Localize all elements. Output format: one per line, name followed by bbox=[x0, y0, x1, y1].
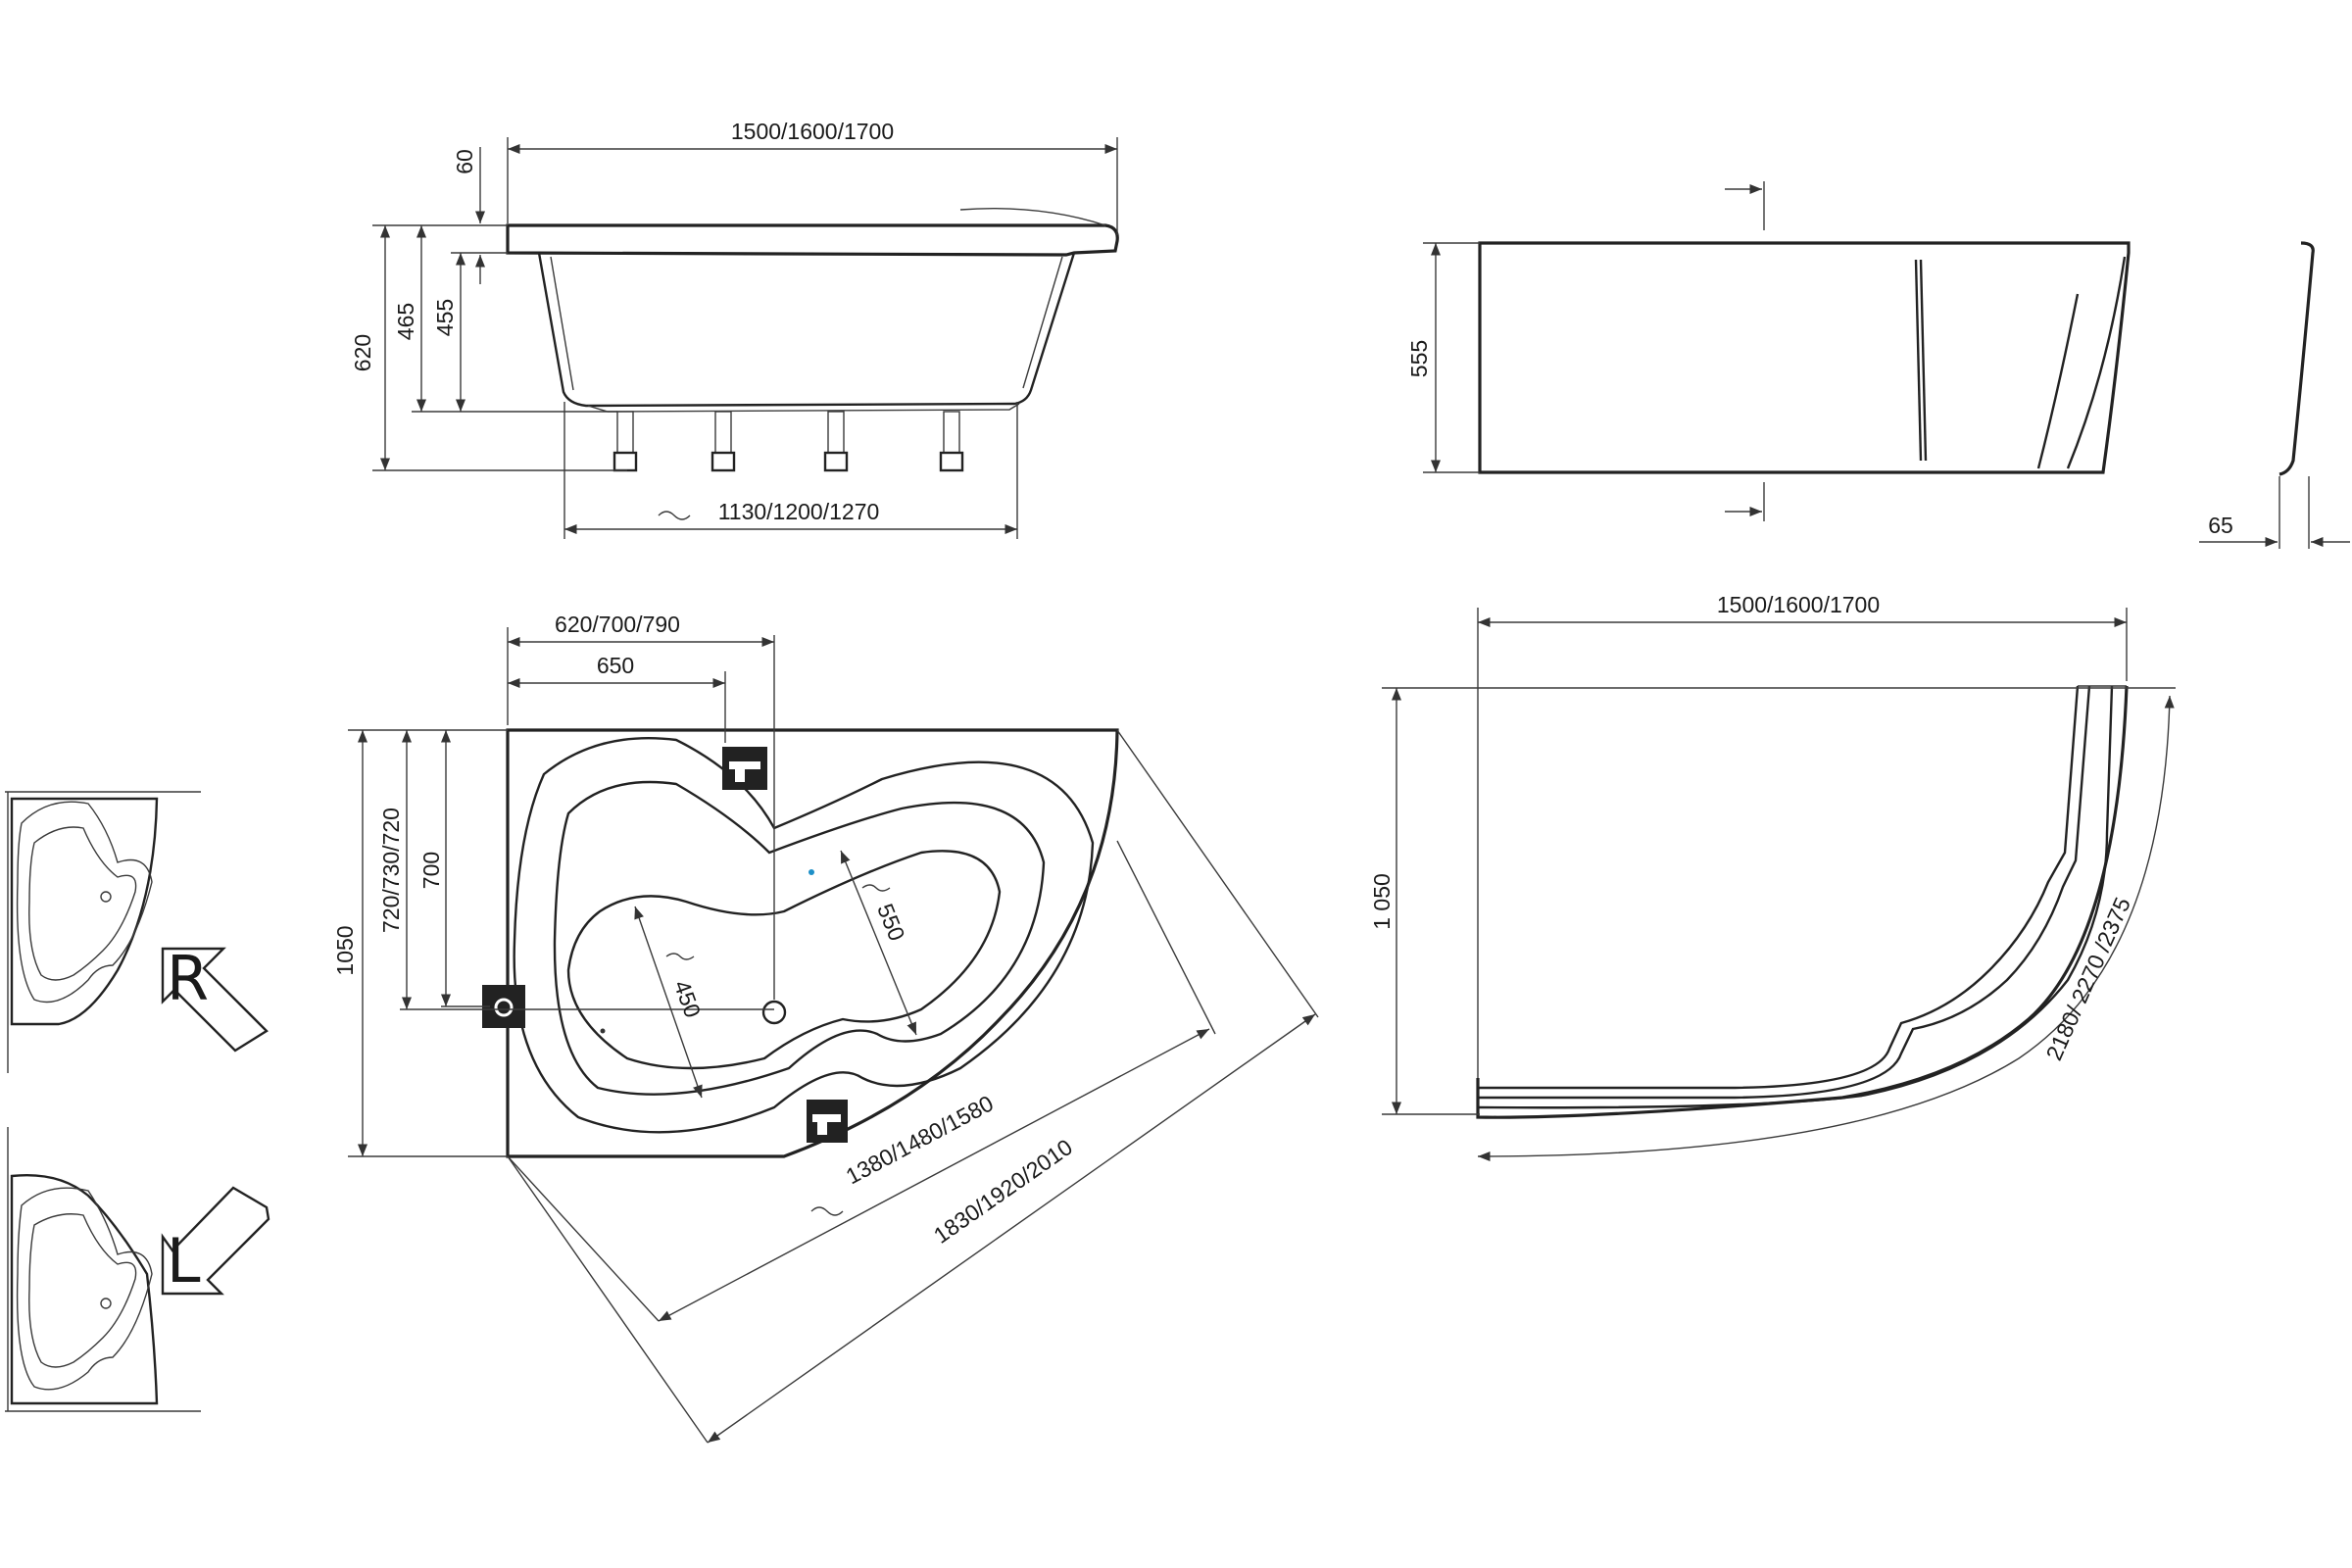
panel-depth-label: 1 050 bbox=[1369, 873, 1395, 930]
width-label: 1500/1600/1700 bbox=[731, 119, 894, 144]
front-panel-view: 555 bbox=[1406, 181, 2131, 521]
len-550-label: 550 bbox=[872, 900, 909, 944]
panel-top-view: 1500/1600/1700 1 050 2180/ 2270 /2375 bbox=[1369, 592, 2176, 1162]
arrow-icon-l: L bbox=[161, 1186, 270, 1297]
panel-top-width-label: 1500/1600/1700 bbox=[1717, 592, 1880, 617]
panel-thickness-label: 65 bbox=[2208, 513, 2233, 538]
side-view-dimensions: 1500/1600/1700 620 465 455 60 1130/1200/… bbox=[350, 119, 1118, 539]
top-view-basin-inner bbox=[566, 850, 1002, 1070]
diag-outer-label: 1830/1920/2010 bbox=[929, 1134, 1077, 1249]
arrow-icon-r: R bbox=[161, 943, 269, 1053]
top-view-dimensions: 620/700/790 650 1050 720/730/720 700 550… bbox=[332, 612, 1319, 1444]
width-650-label: 650 bbox=[597, 653, 634, 678]
orientation-left-label: L bbox=[167, 1225, 201, 1297]
diag-inner-label: 1380/1480/1580 bbox=[842, 1090, 998, 1189]
orientation-left: L bbox=[5, 1127, 270, 1412]
top-view: 620/700/790 650 1050 720/730/720 700 550… bbox=[332, 612, 1319, 1444]
depth-1050-label: 1050 bbox=[332, 925, 358, 975]
side-view-legs bbox=[612, 411, 964, 472]
depth-left-label: 720/730/720 bbox=[378, 808, 404, 933]
orientation-right-label: R bbox=[167, 943, 209, 1014]
side-panel-profile: 65 bbox=[2199, 241, 2350, 549]
leg-span-label: 1130/1200/1270 bbox=[718, 499, 880, 524]
total-height-label: 620 bbox=[350, 334, 375, 371]
rim-label: 60 bbox=[452, 149, 477, 174]
width-top-label: 620/700/790 bbox=[555, 612, 680, 637]
panel-arc-label: 2180/ 2270 /2375 bbox=[2040, 894, 2135, 1064]
side-view-bathtub bbox=[506, 208, 1119, 413]
depth-700-label: 700 bbox=[418, 852, 444, 889]
side-view: 1500/1600/1700 620 465 455 60 1130/1200/… bbox=[350, 119, 1119, 539]
faucet-icon-top bbox=[722, 747, 767, 790]
height-465-label: 465 bbox=[393, 303, 418, 340]
len-450-label: 450 bbox=[669, 977, 707, 1021]
panel-top-dimensions: 1500/1600/1700 1 050 2180/ 2270 /2375 bbox=[1369, 592, 2176, 1162]
faucet-icon-bottom bbox=[807, 1100, 848, 1143]
orientation-right: R bbox=[5, 791, 269, 1073]
height-455-label: 455 bbox=[432, 299, 458, 336]
drain-icon bbox=[761, 1000, 787, 1025]
panel-height-label: 555 bbox=[1406, 340, 1432, 377]
top-view-rim bbox=[513, 737, 1095, 1134]
